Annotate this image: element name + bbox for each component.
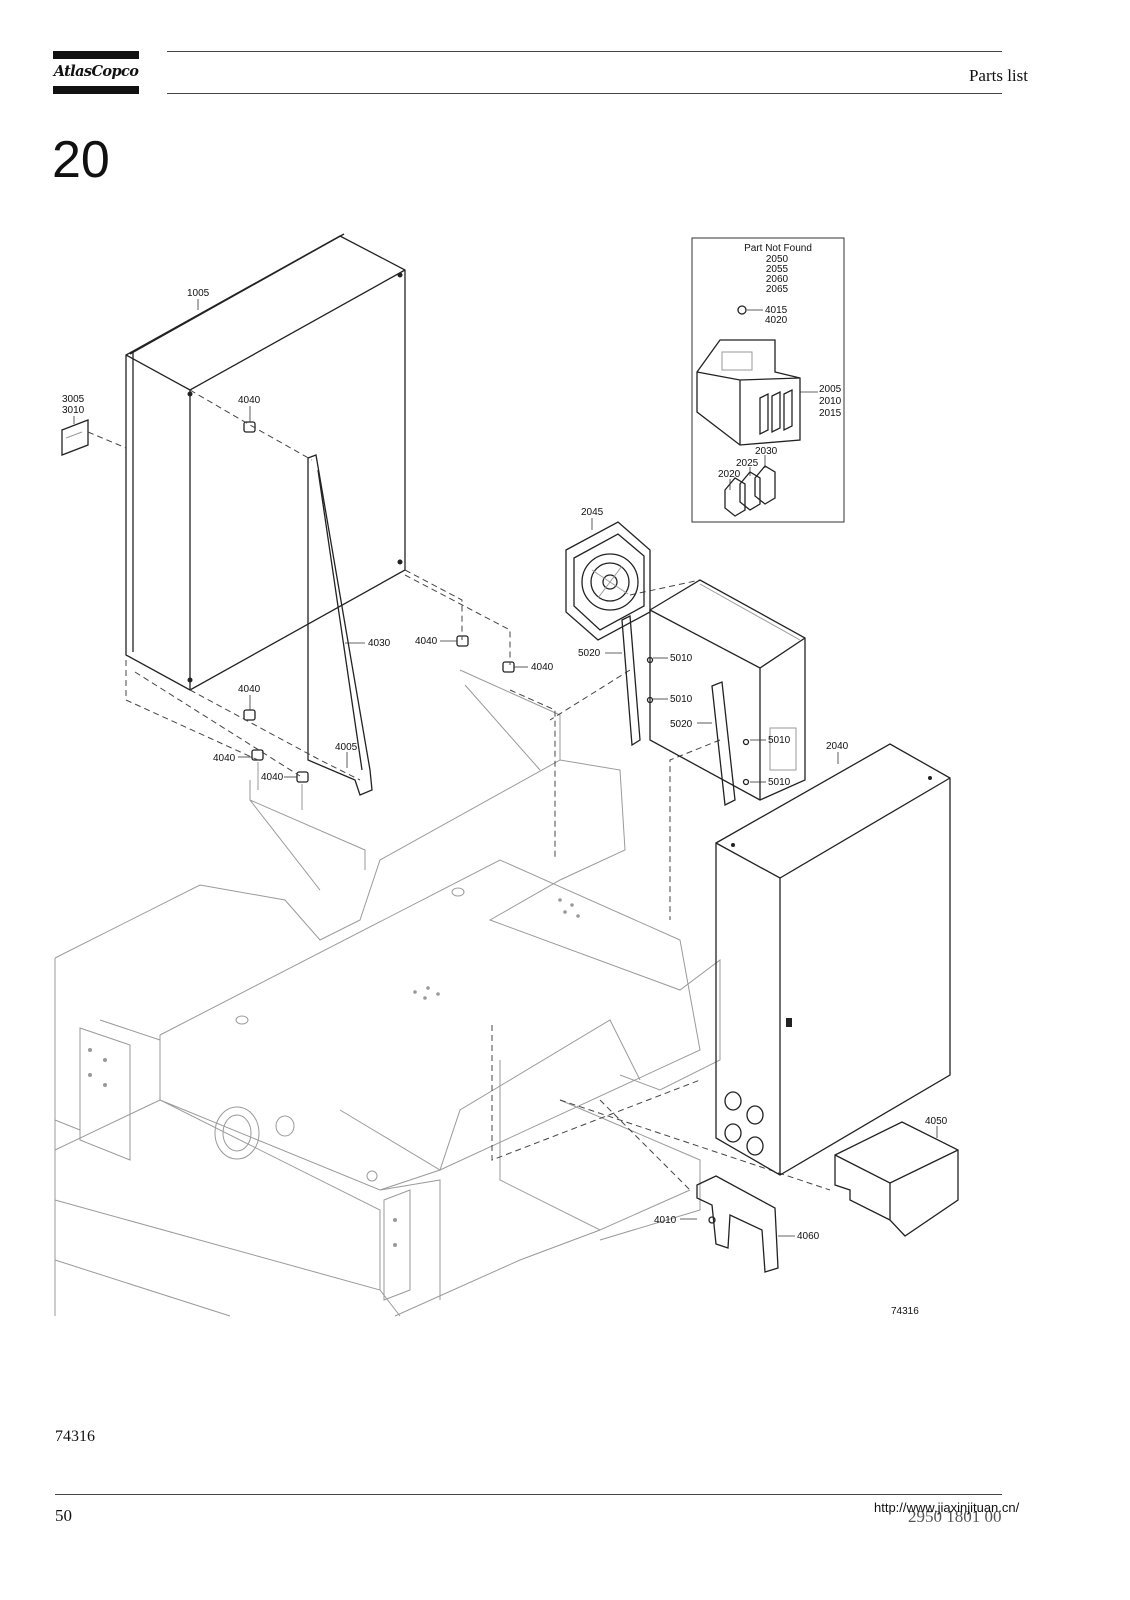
logo-wordmark: AtlasCopco — [53, 63, 139, 80]
callout-4010: 4010 — [654, 1215, 677, 1226]
brackets-5020 — [621, 614, 750, 806]
section-number: 20 — [52, 131, 110, 189]
logo-bar-top — [53, 51, 139, 59]
inset-box: Part Not Found 2050 2055 2060 2065 — [691, 237, 845, 523]
figure-id: 74316 — [55, 1428, 95, 1445]
callout-2025: 2025 — [736, 458, 759, 469]
callout-2010: 2010 — [819, 396, 842, 407]
watermark-url: http://www.jiaxinjituan.cn/ — [874, 1500, 1020, 1515]
header-rule-bottom — [167, 93, 1002, 94]
callout-4040: 4040 — [531, 662, 554, 673]
page-number: 50 — [55, 1506, 72, 1525]
inset-title: Part Not Found — [744, 243, 812, 254]
callout-4040: 4040 — [238, 395, 261, 406]
fan-housing-box — [649, 579, 806, 801]
footer-rule — [55, 1494, 1002, 1495]
callout-2030: 2030 — [755, 446, 778, 457]
assembly-lines — [125, 389, 831, 1191]
header-rule-top — [167, 51, 1002, 52]
callout-4040: 4040 — [238, 684, 261, 695]
callout-2020: 2020 — [718, 469, 741, 480]
cabinet-1005 — [125, 233, 406, 691]
logo-bar-bottom — [53, 86, 139, 94]
rubber-mounts-4040 — [243, 421, 515, 810]
callout-labels: 1005 3005 3010 4040 4030 4040 4040 4040 … — [62, 288, 948, 1317]
brand-logo: AtlasCopco — [53, 51, 139, 94]
callout-2040: 2040 — [826, 741, 849, 752]
callout-2005: 2005 — [819, 384, 842, 395]
bracket-4030 — [307, 454, 373, 796]
callout-2015: 2015 — [819, 408, 842, 419]
callout-1005: 1005 — [187, 288, 210, 299]
machine-frame — [54, 669, 721, 1317]
plate-3005 — [61, 419, 127, 456]
callout-4040: 4040 — [415, 636, 438, 647]
callout-5020: 5020 — [578, 648, 601, 659]
callout-4050: 4050 — [925, 1116, 948, 1127]
inset-code: 2065 — [766, 284, 789, 295]
callout-leaders — [73, 299, 938, 1237]
callout-4040: 4040 — [213, 753, 236, 764]
header-label: Parts list — [968, 66, 1028, 85]
inset-code: 2060 — [766, 274, 789, 285]
document-number: 2950 1801 00 — [908, 1507, 1002, 1526]
callout-5010: 5010 — [768, 777, 791, 788]
callout-5010: 5010 — [670, 694, 693, 705]
callout-4060: 4060 — [797, 1231, 820, 1242]
bracket-4060 — [696, 1175, 779, 1273]
cover-4050 — [834, 1121, 959, 1237]
callout-4040: 4040 — [261, 772, 284, 783]
fan-2045 — [565, 521, 651, 641]
callout-5010: 5010 — [768, 735, 791, 746]
inset-code: 2055 — [766, 264, 789, 275]
callout-3005: 3005 — [62, 394, 85, 405]
callout-4005: 4005 — [335, 742, 358, 753]
drawing-number: 74316 — [891, 1306, 919, 1317]
callout-4015: 4015 — [765, 305, 788, 316]
callout-4020: 4020 — [765, 315, 788, 326]
callout-5020: 5020 — [670, 719, 693, 730]
cabinet-2040 — [715, 743, 951, 1176]
callout-2045: 2045 — [581, 507, 604, 518]
callout-5010: 5010 — [670, 653, 693, 664]
callout-4030: 4030 — [368, 638, 391, 649]
callout-3010: 3010 — [62, 405, 85, 416]
inset-code: 2050 — [766, 254, 789, 265]
